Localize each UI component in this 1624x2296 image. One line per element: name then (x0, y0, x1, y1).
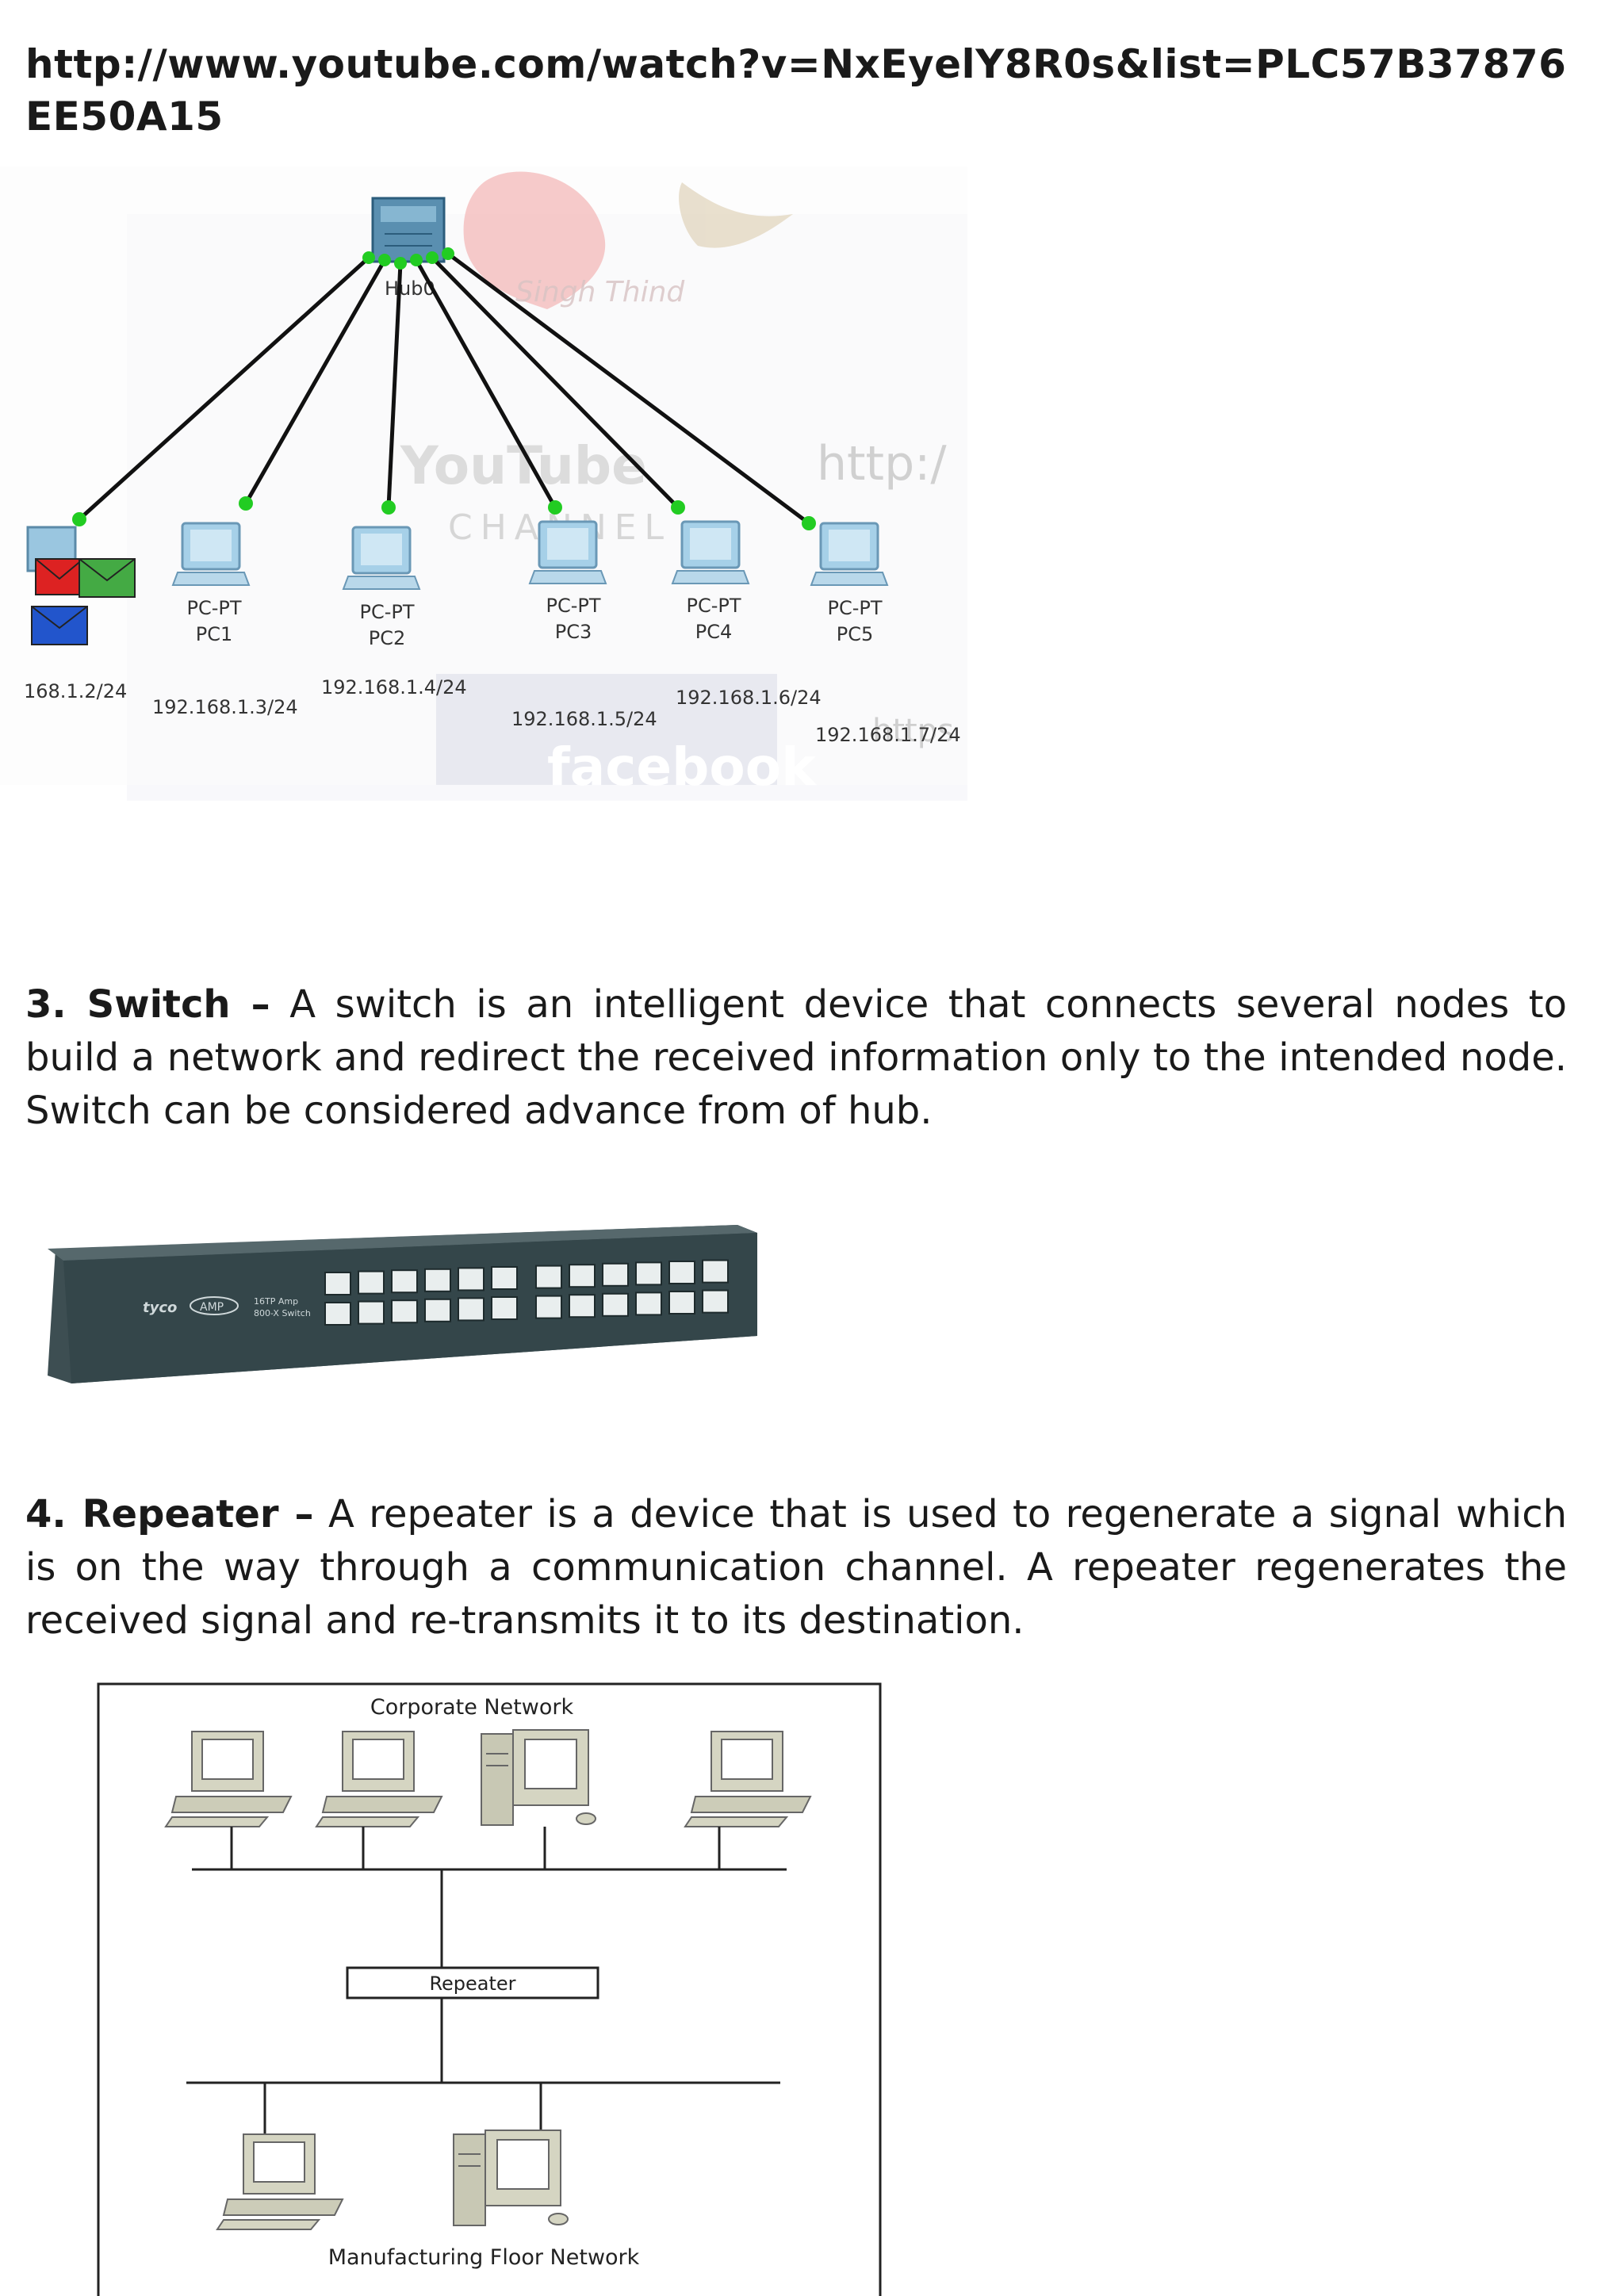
pc0-ip: 168.1.2/24 (24, 680, 127, 702)
rj45-port (602, 1292, 629, 1317)
switch-model: 16TP Amp (254, 1296, 298, 1307)
pc3-ip: 192.168.1.5/24 (511, 708, 657, 730)
pc5-name: PC5 (837, 623, 874, 645)
manufacturing-network-label: Manufacturing Floor Network (328, 2245, 640, 2270)
switch-brand: tyco (143, 1299, 177, 1316)
pc4-computer (671, 520, 750, 584)
rj45-port (458, 1297, 485, 1322)
hub-device (371, 197, 446, 263)
link-indicators (72, 247, 816, 530)
pc1-type: PC-PT (186, 597, 241, 619)
rj45-port (702, 1289, 729, 1314)
rj45-port (391, 1269, 418, 1294)
manufacturing-tower-pc (453, 2130, 569, 2226)
pc5-ip: 192.168.1.7/24 (815, 724, 961, 746)
pc2-computer (342, 526, 421, 590)
watermark-script-text: Singh Thind (515, 276, 685, 308)
rj45-port (424, 1268, 451, 1292)
pc4-ip: 192.168.1.6/24 (676, 687, 822, 709)
switch-model2: 800-X Switch (254, 1308, 311, 1318)
rj45-port (635, 1261, 662, 1286)
rj45-port (324, 1272, 351, 1295)
hub-topology-figure: Singh Thind YouTube CHANNEL http:/ faceb… (0, 166, 967, 801)
rj45-port (391, 1299, 418, 1324)
corporate-pc-2 (315, 1731, 443, 1827)
svg-text:facebook: facebook (547, 737, 818, 798)
rj45-port (424, 1298, 451, 1322)
rj45-port (602, 1262, 629, 1287)
pc2-type: PC-PT (359, 601, 414, 623)
repeater-label: Repeater (429, 1973, 515, 1995)
pc1-ip: 192.168.1.3/24 (152, 696, 298, 718)
switch-body: A switch is an intelligent device that c… (25, 982, 1567, 1133)
rj45-port (668, 1261, 695, 1284)
repeater-diagram: Corporate Network Repeater (97, 1682, 882, 2296)
switch-ports (324, 1259, 729, 1326)
watermark-logo (463, 171, 793, 309)
pc3-name: PC3 (555, 621, 592, 643)
pc3-computer (528, 520, 607, 584)
rj45-port (458, 1267, 485, 1292)
repeater-box (346, 1966, 599, 1999)
pc5-type: PC-PT (827, 597, 882, 619)
pc1-computer (171, 522, 251, 586)
watermark-http-text: http:/ (817, 436, 947, 492)
rj45-port (491, 1266, 518, 1290)
rj45-port (668, 1291, 695, 1314)
switch-heading: 3. Switch – (25, 982, 270, 1027)
rj45-port (702, 1259, 729, 1284)
rj45-port (358, 1270, 385, 1295)
svg-text:YouTube: YouTube (400, 435, 647, 496)
switch-image: tyco AMP 16TP Amp 800-X Switch (48, 1225, 757, 1383)
watermark-https-text: https (872, 713, 954, 749)
rj45-port (358, 1300, 385, 1325)
manufacturing-pc (216, 2133, 344, 2230)
hub-cables (78, 251, 810, 526)
manufacturing-bus (186, 2081, 780, 2138)
rj45-port (535, 1295, 562, 1319)
repeater-body: A repeater is a device that is used to r… (25, 1492, 1568, 1643)
corporate-pc-3 (684, 1731, 812, 1827)
pc5-computer (810, 522, 889, 586)
pc3-type: PC-PT (546, 595, 600, 617)
corporate-pc-1 (164, 1731, 293, 1827)
corporate-network-label: Corporate Network (370, 1695, 574, 1720)
switch-paragraph: 3. Switch – A switch is an intelligent d… (25, 978, 1567, 1138)
pc2-ip: 192.168.1.4/24 (321, 676, 467, 698)
pc2-name: PC2 (369, 627, 406, 649)
envelope-icon (31, 558, 136, 645)
repeater-heading: 4. Repeater – (25, 1492, 314, 1536)
rj45-port (324, 1302, 351, 1326)
pc4-type: PC-PT (686, 595, 741, 617)
rj45-port (491, 1296, 518, 1320)
rj45-port (569, 1294, 596, 1318)
pc1-name: PC1 (196, 623, 233, 645)
facebook-watermark: facebook (436, 674, 818, 798)
corporate-tower-pc (481, 1729, 596, 1826)
rj45-port (569, 1264, 596, 1288)
rj45-port (635, 1292, 662, 1316)
corporate-bus (192, 1827, 787, 2083)
pc4-name: PC4 (695, 621, 733, 643)
switch-badge: AMP (200, 1301, 224, 1314)
source-url[interactable]: http://www.youtube.com/watch?v=NxEyelY8R… (25, 41, 1567, 140)
rj45-port (535, 1265, 562, 1289)
repeater-paragraph: 4. Repeater – A repeater is a device tha… (25, 1488, 1567, 1647)
